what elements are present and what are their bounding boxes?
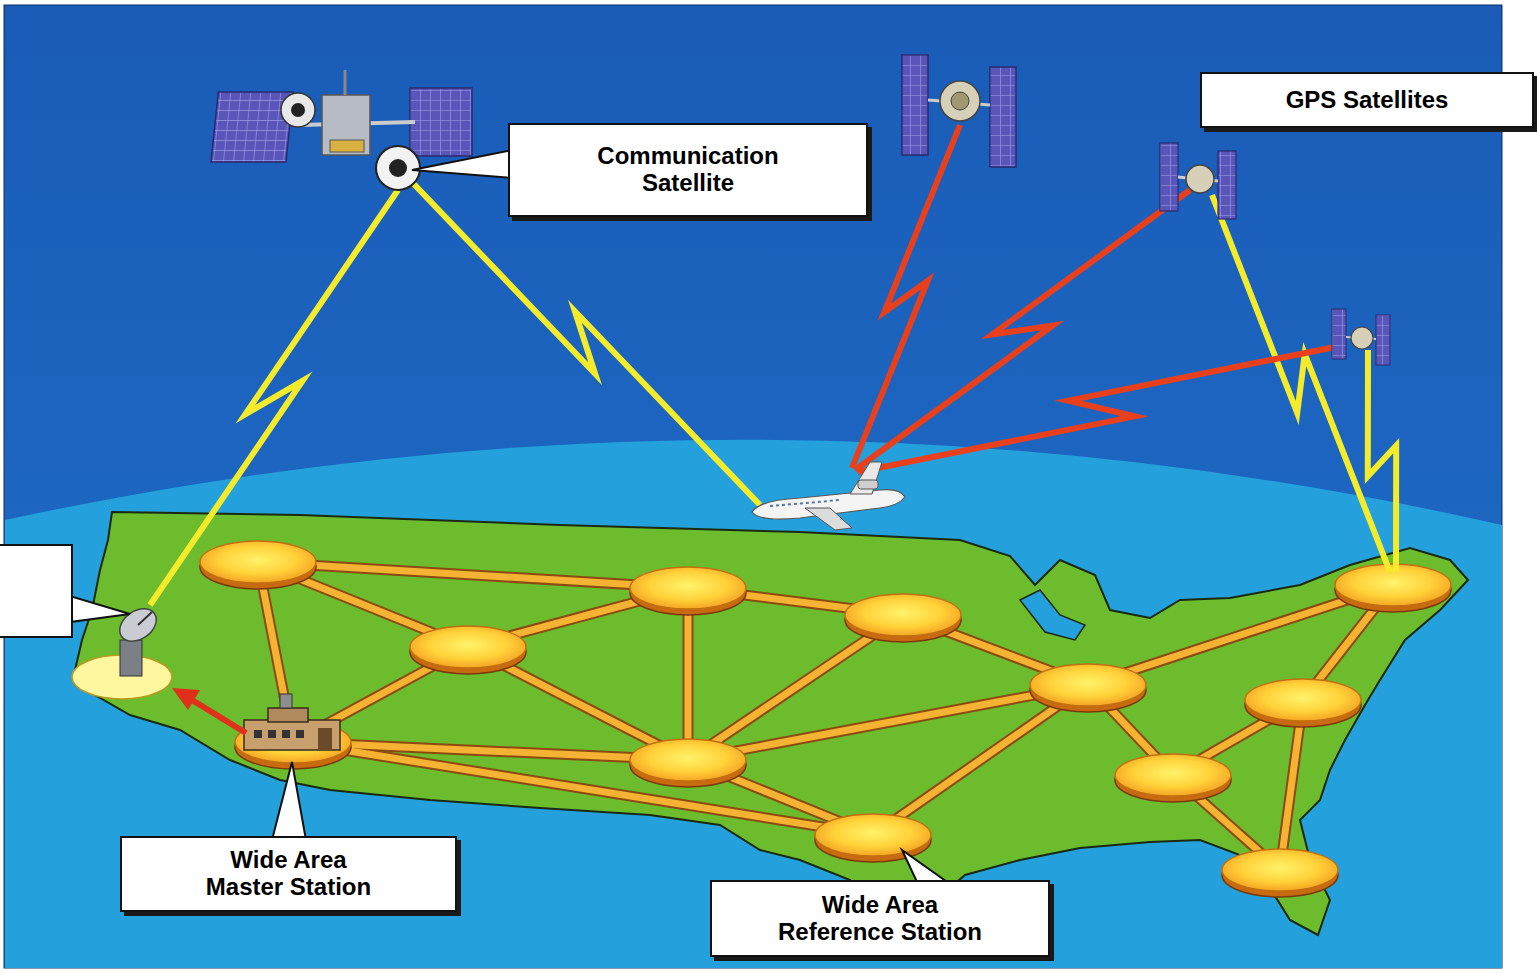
communication-satellite xyxy=(344,70,347,95)
aircraft xyxy=(858,480,878,489)
signal-bolt xyxy=(1368,350,1396,572)
reference-station xyxy=(1030,664,1146,706)
callout-pointer xyxy=(272,762,306,840)
uplink-arrow xyxy=(172,688,200,710)
reference-station xyxy=(815,814,931,856)
callout-label: Communication Satellite xyxy=(568,143,808,197)
gps-satellite xyxy=(1376,315,1390,365)
reference-station xyxy=(410,626,526,668)
earth-surface xyxy=(5,440,1502,968)
great-lakes xyxy=(1020,590,1085,640)
communication-satellite xyxy=(330,140,364,152)
uplink-dish xyxy=(114,602,163,648)
master-station-building xyxy=(268,708,308,722)
gps-satellite xyxy=(1186,165,1214,193)
callout-label: Wide Area Master Station xyxy=(196,847,381,901)
signal-bolt xyxy=(150,190,398,605)
master-station-building xyxy=(268,730,276,738)
callout-box: Wide Area Reference Station xyxy=(710,880,1050,957)
reference-station xyxy=(235,721,351,763)
gps-satellite xyxy=(1332,309,1390,365)
cut-callout-box xyxy=(0,545,72,637)
reference-station xyxy=(200,541,316,583)
communication-satellite xyxy=(211,92,293,162)
us-map xyxy=(75,512,1468,935)
communication-satellite xyxy=(322,95,370,155)
master-station-building xyxy=(318,728,332,750)
reference-station xyxy=(1245,679,1361,721)
callout-label: Wide Area Reference Station xyxy=(766,892,994,946)
gps-satellite xyxy=(1351,327,1373,349)
network-link xyxy=(293,742,873,835)
master-station-building xyxy=(254,730,262,738)
uplink-dish xyxy=(138,612,152,625)
signal-bolt xyxy=(852,125,960,468)
communication-satellite xyxy=(410,88,472,156)
gps-satellite xyxy=(940,81,980,121)
reference-station xyxy=(630,739,746,781)
signal-bolt xyxy=(858,345,1345,472)
communication-satellite xyxy=(291,103,305,117)
callout-pointer xyxy=(902,850,950,884)
gps-satellite xyxy=(951,92,969,110)
aircraft xyxy=(805,508,852,530)
gps-satellite xyxy=(902,55,1016,167)
callout-box: GPS Satellites xyxy=(1200,72,1534,128)
signal-bolt xyxy=(1212,195,1390,572)
reference-network xyxy=(258,562,1393,870)
gps-satellite xyxy=(1160,143,1178,211)
uplink-arrow xyxy=(192,700,246,733)
callout-label: GPS Satellites xyxy=(1286,87,1449,114)
reference-station xyxy=(630,567,746,609)
signal-bolt xyxy=(855,190,1190,470)
gps-satellite xyxy=(1218,151,1236,219)
gps-satellite xyxy=(990,67,1016,167)
callout-pointer xyxy=(412,150,512,178)
master-station-building xyxy=(244,694,340,750)
callout-pointer xyxy=(70,596,130,622)
network-link xyxy=(688,685,1088,760)
gps-satellite xyxy=(1332,309,1346,359)
aircraft xyxy=(770,500,840,506)
signal-bolt xyxy=(410,180,760,505)
master-station-building xyxy=(282,730,290,738)
master-station-building xyxy=(280,694,292,708)
master-station-building xyxy=(244,720,340,750)
reference-station xyxy=(1115,754,1231,796)
communication-satellite xyxy=(376,146,420,190)
communication-satellite xyxy=(281,93,315,127)
network-link xyxy=(258,562,688,588)
gps-satellite xyxy=(902,55,928,155)
sky-background xyxy=(4,5,1502,968)
callout-box: Wide Area Master Station xyxy=(120,836,457,912)
master-station-building xyxy=(296,730,304,738)
callout-box: Communication Satellite xyxy=(508,123,868,217)
uplink-arrow xyxy=(172,688,246,733)
uplink-dish xyxy=(120,640,142,676)
gps-satellite xyxy=(1160,143,1236,219)
network-link xyxy=(293,742,873,835)
reference-station xyxy=(845,594,961,636)
aircraft xyxy=(850,462,882,494)
communication-satellite xyxy=(389,159,407,177)
reference-station xyxy=(1335,564,1451,606)
aircraft xyxy=(752,462,905,530)
reference-station xyxy=(1222,849,1338,891)
